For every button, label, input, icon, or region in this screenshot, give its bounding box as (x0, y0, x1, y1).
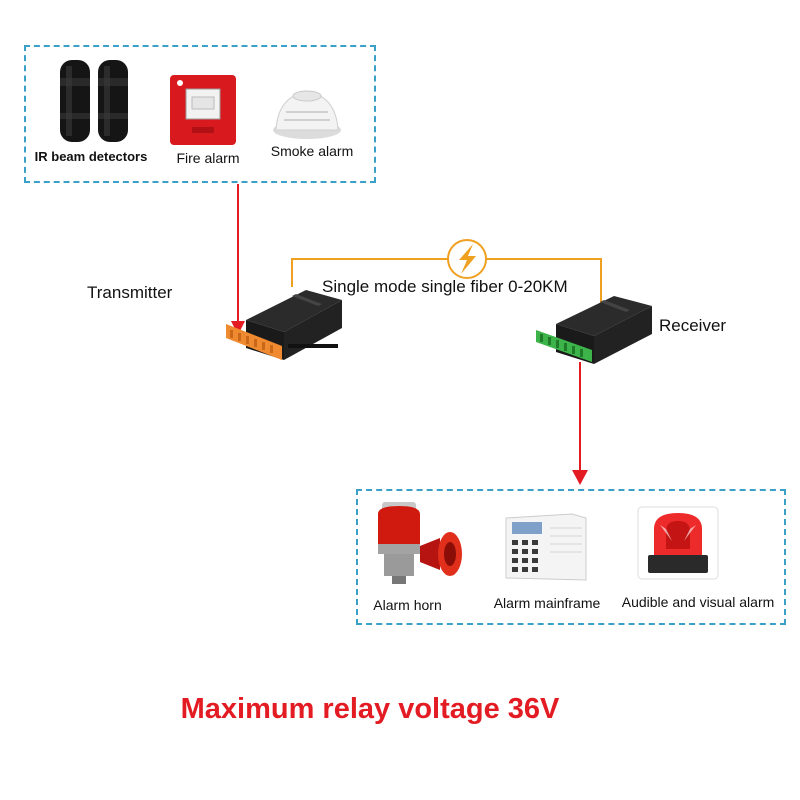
alarm-horn-image (378, 502, 462, 584)
ir-beam-detector-image (60, 60, 128, 142)
fiber-link-icon (447, 239, 487, 279)
input-devices-box (24, 45, 376, 183)
fiber-link-label: Single mode single fiber 0-20KM (322, 277, 568, 296)
audible-visual-alarm-image (637, 506, 719, 580)
alarm-mainframe-label: Alarm mainframe (493, 595, 601, 611)
transmitter-label: Transmitter (87, 283, 173, 302)
receiver-device-image (536, 296, 652, 364)
output-devices-box (356, 489, 786, 625)
receiver-label: Receiver (659, 316, 727, 335)
ir-beam-label: IR beam detectors (34, 149, 148, 164)
smoke-alarm-image (273, 90, 341, 139)
fire-alarm-label: Fire alarm (176, 150, 240, 166)
alarm-mainframe-image (505, 513, 587, 581)
max-relay-voltage-note: Maximum relay voltage 36V (180, 693, 560, 725)
smoke-alarm-label: Smoke alarm (270, 143, 354, 159)
transmitter-device-image (226, 290, 342, 360)
fire-alarm-image (170, 75, 236, 145)
alarm-horn-label: Alarm horn (373, 597, 442, 613)
audible-visual-alarm-label: Audible and visual alarm (621, 594, 775, 610)
